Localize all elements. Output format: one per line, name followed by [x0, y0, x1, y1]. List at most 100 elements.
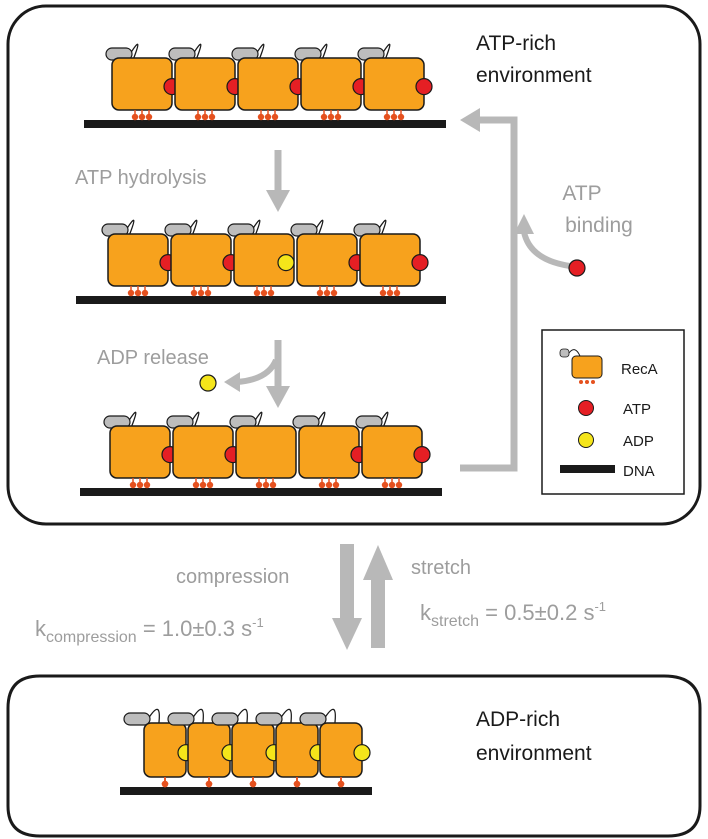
recA-subunit-icon [559, 348, 603, 384]
dna-binding-foot [204, 289, 212, 297]
subunit-body [174, 57, 236, 111]
release-side-arrow-head [224, 372, 240, 392]
recycle-path [460, 116, 518, 472]
dna-binding-foot [332, 481, 340, 489]
dna-binding-foot [267, 289, 275, 297]
filament-row-after-release [80, 411, 442, 496]
dna-binding-foot [383, 113, 391, 121]
atp-env-label-line2: environment [476, 64, 592, 87]
recA-subunit [164, 219, 240, 297]
recA-subunit [227, 219, 295, 297]
filament-row-adp-bound [120, 708, 372, 795]
dna-binding-foot [327, 113, 335, 121]
atp-circle-icon [578, 400, 594, 416]
dna-binding-foot [255, 481, 263, 489]
release-arrow-head [266, 386, 290, 408]
recA-subunit [357, 43, 433, 121]
legend-label-dna: DNA [623, 463, 655, 480]
adp-circle-icon [578, 432, 594, 448]
recycle-arrow-head [460, 108, 480, 132]
n-terminal-tail [211, 712, 239, 726]
dna-binding-foot [199, 481, 207, 489]
adp-env-label-line2: environment [476, 742, 592, 765]
n-terminal-tail [255, 712, 283, 726]
recA-subunit [299, 708, 371, 788]
dna-binding-foot [386, 289, 394, 297]
recA-subunit [290, 219, 366, 297]
dna-strand [80, 488, 442, 496]
hydrolysis-arrow-head [266, 190, 290, 212]
dna-binding-foot [397, 113, 405, 121]
dna-binding-foot [323, 289, 331, 297]
dna-binding-foot [316, 289, 324, 297]
adp-circle [353, 744, 371, 762]
recA-subunit [231, 43, 307, 121]
release-label: ADP release [97, 347, 209, 369]
dna-binding-foot [205, 780, 213, 788]
dna-binding-foot [330, 289, 338, 297]
subunit-body [172, 425, 234, 479]
release-side-arrow-shaft [235, 358, 279, 385]
dna-binding-foot [143, 481, 151, 489]
dna-binding-foot [334, 113, 342, 121]
dna-binding-foot [395, 481, 403, 489]
dna-binding-foot [390, 113, 398, 121]
recA-subunit [166, 411, 242, 489]
dna-binding-foot [194, 113, 202, 121]
binding-label-line1: ATP [562, 182, 601, 205]
subunit-body [359, 233, 421, 287]
subunit-body [296, 233, 358, 287]
binding-label-line2: binding [565, 214, 633, 237]
dna-binding-foot [145, 113, 153, 121]
recA-subunit [355, 411, 431, 489]
dna-binding-foot [388, 481, 396, 489]
dna-binding-foot [190, 289, 198, 297]
legend-label-adp: ADP [623, 433, 654, 450]
stretch-label: stretch [411, 557, 471, 579]
recA-subunit [353, 219, 429, 297]
recA-subunit [105, 43, 181, 121]
legend: RecA ATP ADP DNA [541, 329, 685, 495]
legend-label-atp: ATP [623, 401, 651, 418]
legend-label-reca: RecA [621, 361, 658, 378]
dna-binding-foot [129, 481, 137, 489]
subunit-body [300, 57, 362, 111]
adp-rich-panel [6, 674, 702, 838]
subunit-body [107, 233, 169, 287]
dna-binding-foot [138, 113, 146, 121]
dna-binding-foot [264, 113, 272, 121]
subunit-body [298, 425, 360, 479]
recA-subunit [168, 43, 244, 121]
dna-binding-foot [249, 780, 257, 788]
adp-circle [277, 254, 295, 272]
dna-binding-foot [197, 289, 205, 297]
dna-binding-foot [192, 481, 200, 489]
binding-arrow-head [514, 214, 534, 234]
compression-arrow [332, 544, 362, 650]
subunit-body [363, 57, 425, 111]
dna-strand [76, 296, 446, 304]
subunit-body [235, 425, 297, 479]
dna-binding-foot [318, 481, 326, 489]
binding-arrow-shaft [521, 231, 571, 269]
dna-strand [120, 787, 372, 795]
k-compression-rate: kcompression = 1.0±0.3 s-1 [35, 615, 264, 646]
recA-subunit [292, 411, 368, 489]
dna-binding-foot [337, 780, 345, 788]
subunit-body [361, 425, 423, 479]
dna-binding-foot [134, 289, 142, 297]
dna-binding-foot [262, 481, 270, 489]
compression-label: compression [176, 566, 289, 588]
dna-binding-foot [293, 780, 301, 788]
subunit-body [111, 57, 173, 111]
atp-env-label-line1: ATP-rich [476, 32, 556, 55]
stretch-arrow [363, 545, 393, 648]
dna-binding-foot [269, 481, 277, 489]
recA-subunit [255, 708, 327, 788]
dna-binding-foot [381, 481, 389, 489]
dna-binding-foot [253, 289, 261, 297]
n-terminal-tail [123, 712, 151, 726]
subunit-body [170, 233, 232, 287]
filament-row-hydrolysis [76, 219, 446, 304]
